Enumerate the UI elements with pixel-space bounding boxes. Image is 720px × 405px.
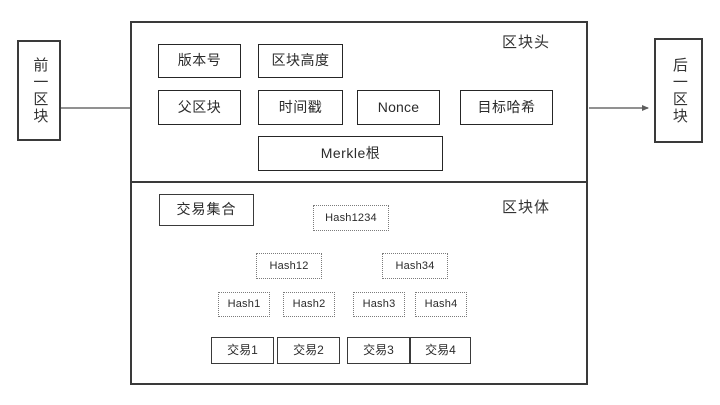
transaction-box-4[interactable]: 交易4 [410,337,471,364]
field-target-hash[interactable]: 目标哈希 [460,90,553,125]
merkle-node-root-label: Hash1234 [325,211,377,224]
next-block-label: 后一区块 [670,56,688,125]
merkle-node-hash2[interactable]: Hash2 [283,292,335,317]
field-nonce[interactable]: Nonce [357,90,440,125]
transaction-box-4-label: 交易4 [425,342,456,357]
merkle-node-hash12[interactable]: Hash12 [256,253,322,279]
merkle-node-root[interactable]: Hash1234 [313,205,389,231]
merkle-node-hash1-label: Hash1 [227,298,261,311]
field-version-label: 版本号 [177,52,222,69]
header-body-divider [130,181,588,183]
field-version[interactable]: 版本号 [158,44,241,78]
transaction-set-box[interactable]: 交易集合 [159,194,254,226]
field-merkle-root-label: Merkle根 [320,144,381,161]
merkle-node-hash4[interactable]: Hash4 [415,292,467,317]
next-block-box[interactable]: 后一区块 [654,38,703,143]
field-target-hash-label: 目标哈希 [477,98,536,115]
merkle-node-hash34-label: Hash34 [395,259,435,272]
field-merkle-root[interactable]: Merkle根 [258,136,443,171]
field-parent-block[interactable]: 父区块 [158,90,241,125]
field-block-height[interactable]: 区块高度 [258,44,343,78]
block-header-label: 区块头 [502,34,551,51]
transaction-box-3[interactable]: 交易3 [347,337,410,364]
transaction-box-3-label: 交易3 [363,342,394,357]
block-body-label: 区块体 [502,199,551,216]
previous-block-box[interactable]: 前一区块 [17,40,61,141]
previous-block-label: 前一区块 [31,56,49,125]
transaction-box-1[interactable]: 交易1 [211,337,274,364]
field-timestamp-label: 时间戳 [278,98,323,115]
transaction-box-2-label: 交易2 [293,342,324,357]
merkle-node-hash34[interactable]: Hash34 [382,253,448,279]
merkle-node-hash4-label: Hash4 [424,298,458,311]
merkle-node-hash3[interactable]: Hash3 [353,292,405,317]
transaction-set-label: 交易集合 [176,201,237,218]
transaction-box-1-label: 交易1 [227,342,258,357]
merkle-node-hash2-label: Hash2 [292,298,326,311]
field-timestamp[interactable]: 时间戳 [258,90,343,125]
merkle-node-hash3-label: Hash3 [362,298,396,311]
field-nonce-label: Nonce [377,98,420,115]
merkle-node-hash12-label: Hash12 [269,259,309,272]
field-parent-block-label: 父区块 [177,98,222,115]
field-block-height-label: 区块高度 [271,52,330,69]
transaction-box-2[interactable]: 交易2 [277,337,340,364]
merkle-node-hash1[interactable]: Hash1 [218,292,270,317]
